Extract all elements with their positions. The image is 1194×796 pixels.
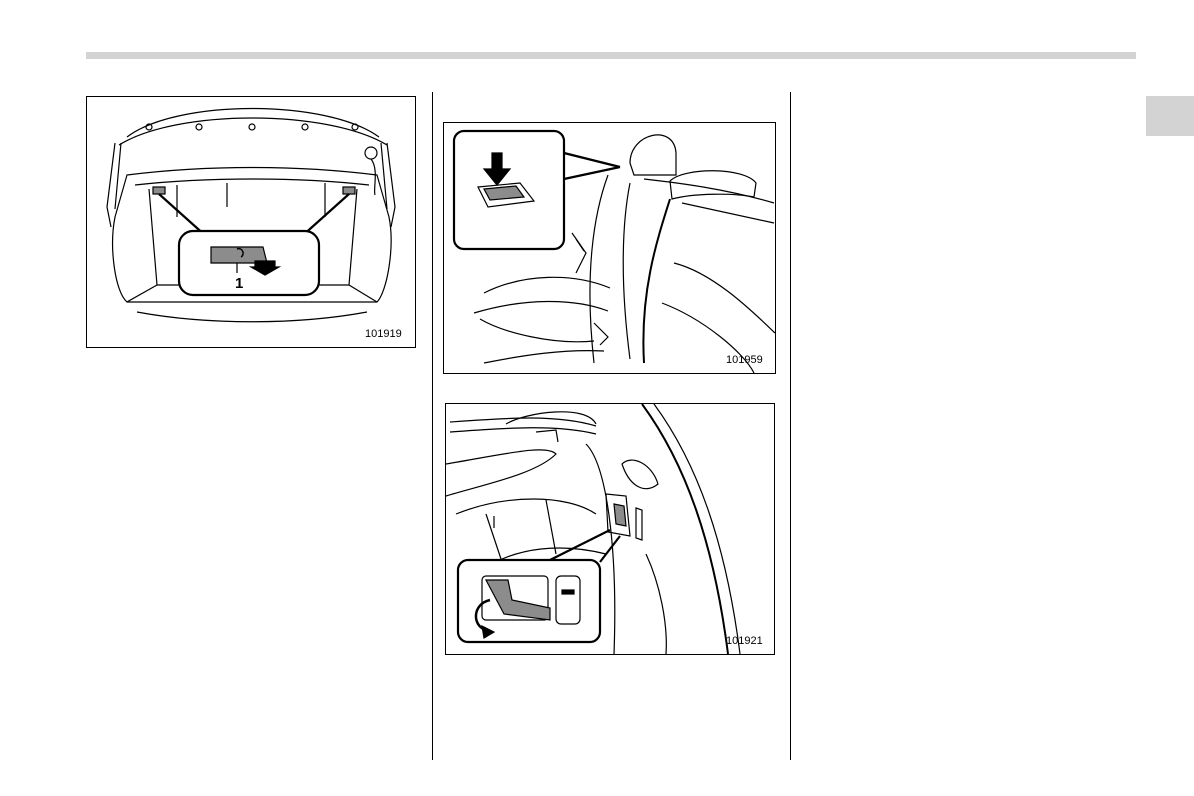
- rear-seat-illustration: [444, 123, 775, 373]
- trunk-illustration: [87, 97, 415, 347]
- figure-code: 101921: [726, 636, 763, 647]
- section-thumb-tab: [1146, 96, 1194, 136]
- figure-trunk-release-lever: 1 101919: [86, 96, 416, 348]
- column-divider-left: [432, 92, 433, 760]
- figure-rear-seat-release-button: 101959: [443, 122, 776, 374]
- header-rule: [86, 52, 1136, 59]
- cargo-area-illustration: [446, 404, 774, 654]
- figure-code: 101959: [726, 355, 763, 366]
- figure-code: 101919: [365, 329, 402, 340]
- column-divider-right: [790, 92, 791, 760]
- figure-cargo-side-lever: 101921: [445, 403, 775, 655]
- callout-number: 1: [235, 275, 243, 292]
